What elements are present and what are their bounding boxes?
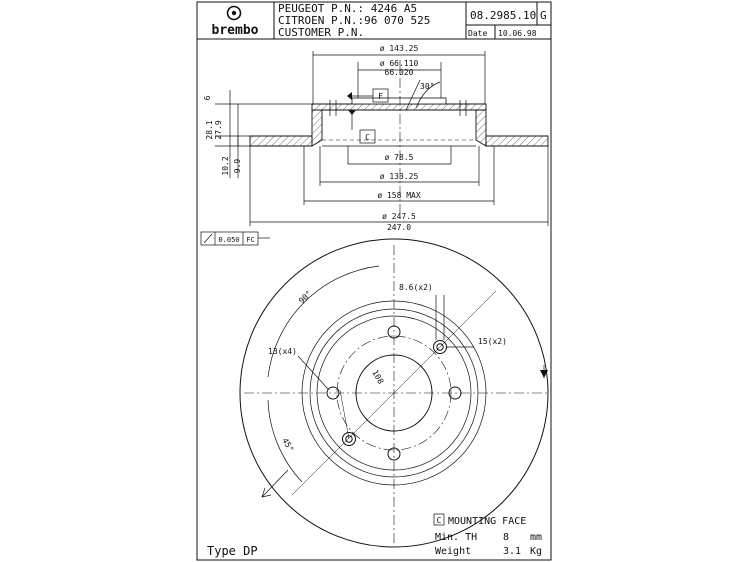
min-thickness-value: 8 (503, 532, 509, 543)
mounting-face-text: MOUNTING FACE (448, 516, 526, 527)
dim-dia-158: ø 158 MAX (377, 191, 421, 200)
section-right-flange (485, 135, 549, 147)
label-hole-13: 13(x4) (268, 347, 297, 356)
label-hole-8-6: 8.6(x2) (399, 283, 433, 292)
dim-6: 6 (203, 95, 212, 100)
dim-angle-90: 90° (297, 289, 314, 306)
dim-angle-45: 45° (280, 437, 295, 454)
datum-c: C (365, 133, 370, 142)
brembo-logo: brembo (212, 5, 259, 38)
min-thickness-unit: mm (530, 532, 542, 543)
label-pcd-108: 108 (370, 369, 385, 386)
bolt-hole (326, 386, 340, 400)
weight-label: Weight (435, 546, 471, 557)
date-label: Date (468, 29, 487, 38)
label-hole-15: 15(x2) (478, 337, 507, 346)
bolt-hole (387, 325, 401, 339)
dim-dia-66-min: 66.020 (385, 68, 414, 77)
section-view: ø 143.25 ø 66.110 66.020 30° F C ø 78.5 … (200, 44, 549, 246)
datum-f: F (378, 92, 383, 101)
mounting-face-marker: C (437, 516, 442, 525)
disc-outer-edge (239, 238, 549, 548)
min-thickness-label: Min. TH (435, 532, 477, 543)
weight-value: 3.1 (503, 546, 521, 557)
runout-icon (203, 233, 213, 244)
dim-28-1: 28.1 (205, 120, 214, 139)
type-label: Type DP (207, 544, 258, 558)
customer-part-number: CUSTOMER P.N. (278, 26, 364, 39)
dim-27-9: 27.9 (214, 120, 223, 139)
brembo-logo-icon (226, 5, 242, 21)
title-block: brembo PEUGEOT P.N.: 4246 A5 CITROEN P.N… (197, 2, 551, 40)
brembo-logo-text: brembo (212, 23, 259, 38)
footer: Type DP C MOUNTING FACE Min. TH 8 mm Wei… (207, 513, 542, 558)
dim-dia-247-max: ø 247.5 (382, 212, 416, 221)
bolt-hole (448, 386, 462, 400)
dim-dia-78: ø 78.5 (385, 153, 414, 162)
locating-hole (342, 432, 356, 446)
tolerance-value: 0.050 (218, 236, 239, 244)
tolerance-datum: FC (246, 236, 254, 244)
date-value: 10.06.98 (498, 29, 537, 38)
dim-angle-30: 30° (420, 82, 434, 91)
runout-tolerance-frame: 0.050 FC (200, 231, 270, 246)
dim-10-2: 10.2 (221, 156, 230, 175)
dim-dia-66-max: ø 66.110 (380, 59, 419, 68)
dim-dia-143: ø 143.25 (380, 44, 419, 53)
dim-dia-247-min: 247.0 (387, 223, 411, 232)
section-left-flange (249, 135, 313, 147)
brembo-part-number: 08.2985.10 (470, 9, 536, 22)
dim-dia-133: ø 133.25 (380, 172, 419, 181)
front-view: 90° 45° 8.6(x2) 15(x2) 13(x4) 108 (239, 238, 549, 548)
citroen-part-number: CITROEN P.N.:96 070 525 (278, 14, 430, 27)
dim-9-9: 9.9 (233, 159, 242, 174)
revision-letter: G (540, 9, 547, 22)
drawing-frame (196, 1, 552, 561)
weight-unit: Kg (530, 546, 542, 557)
peugeot-part-number: PEUGEOT P.N.: 4246 A5 (278, 2, 417, 15)
bolt-hole (387, 447, 401, 461)
